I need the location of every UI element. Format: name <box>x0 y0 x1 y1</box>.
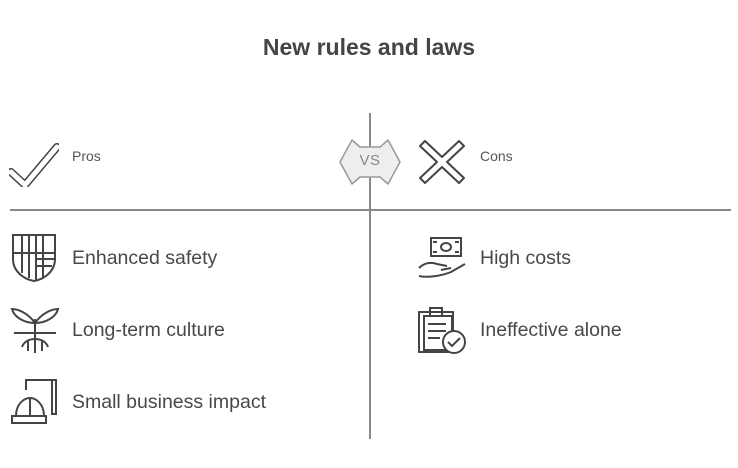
pros-header: Pros <box>72 148 101 164</box>
checkmark-icon <box>9 143 59 187</box>
seedling-icon <box>10 307 60 353</box>
cons-header: Cons <box>480 148 513 164</box>
cons-item-high-costs: High costs <box>480 247 572 269</box>
vertical-divider <box>369 113 371 439</box>
hardhat-blueprint-icon <box>11 379 57 424</box>
diagram-title: New rules and laws <box>262 34 476 60</box>
pros-item-small-business-impact: Small business impact <box>72 391 266 413</box>
money-hand-icon <box>418 237 466 278</box>
horizontal-divider <box>10 209 731 211</box>
vs-label: VS <box>359 152 381 169</box>
pros-item-long-term-culture: Long-term culture <box>72 319 225 341</box>
x-icon <box>419 140 465 184</box>
vs-badge <box>339 139 401 185</box>
pros-item-enhanced-safety: Enhanced safety <box>72 247 218 269</box>
cons-item-ineffective-alone: Ineffective alone <box>480 319 622 341</box>
shield-icon <box>12 234 56 283</box>
clipboard-check-icon <box>418 307 466 354</box>
